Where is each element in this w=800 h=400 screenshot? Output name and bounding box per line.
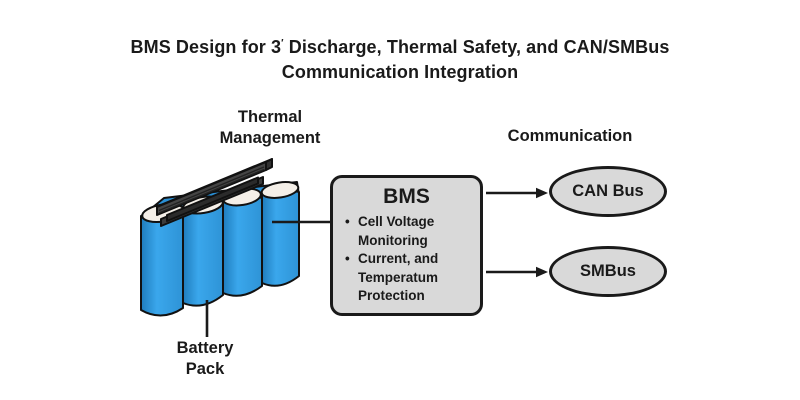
can-bus-node: CAN Bus (549, 166, 667, 217)
arrow-right-icon (486, 266, 548, 278)
bms-bullet-item: • Cell Voltage Monitoring (345, 213, 480, 250)
battery-cell (261, 188, 300, 287)
communication-label: Communication (507, 127, 633, 145)
smbus-node: SMBus (549, 246, 667, 297)
heatsink-rail (156, 158, 273, 227)
battery-cell (222, 194, 263, 297)
bullet-icon: • (345, 214, 350, 229)
battery-pack-illustration (140, 158, 300, 317)
rail-ridge (158, 168, 265, 214)
rail-web (166, 176, 259, 222)
title-line-1: BMS Design for 3′ Discharge, Thermal Saf… (130, 37, 670, 57)
bullet-icon: • (345, 251, 350, 266)
thermal-management-label: Thermal Management (219, 108, 321, 147)
cell-top (260, 181, 300, 199)
arrow-right-icon (486, 187, 548, 199)
title-superscript: ′ (281, 38, 284, 49)
diagram-title: BMS Design for 3′ Discharge, Thermal Saf… (0, 31, 800, 85)
rail-ridge (158, 166, 265, 212)
bms-bullet-item: • Current, and Temperatum Protection (345, 250, 480, 306)
title-line-2: Communication Integration (281, 62, 519, 82)
bms-title: BMS (383, 185, 430, 208)
bms-box: BMS • Cell Voltage Monitoring • Current,… (330, 175, 483, 316)
bms-bullet-text: Cell Voltage Monitoring (358, 214, 435, 248)
battery-pack-label: Battery Pack (176, 339, 234, 378)
bms-bullet-text: Current, and Temperatum Protection (358, 251, 439, 303)
battery-cell (182, 201, 224, 307)
